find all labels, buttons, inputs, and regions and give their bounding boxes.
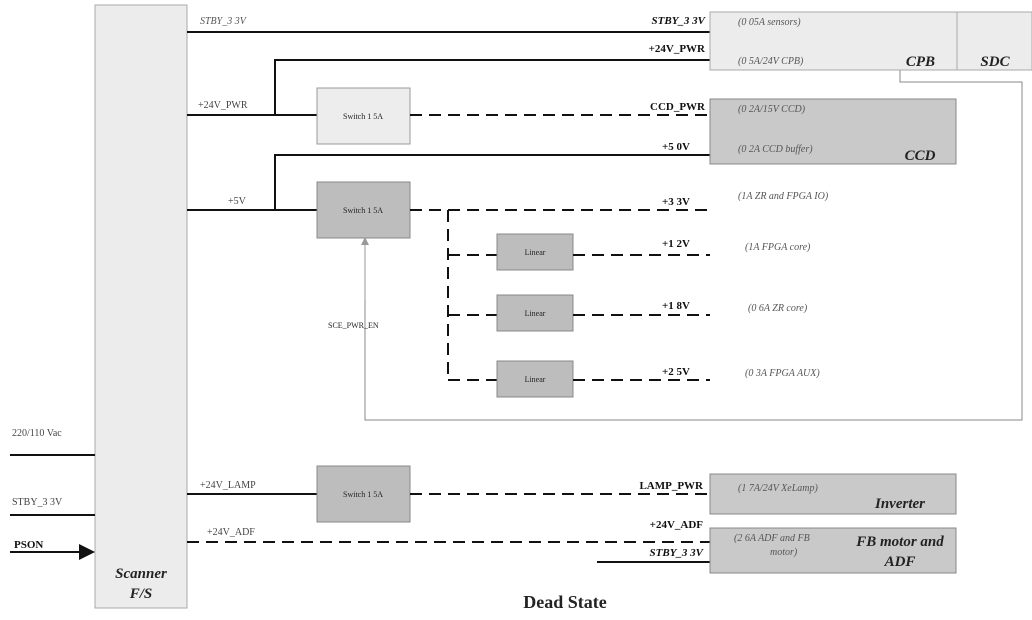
rail-v50-label: +5 0V [662, 141, 690, 153]
switch-lamp [316, 465, 411, 523]
rail-v33-label: +3 3V [662, 196, 690, 208]
rail-adf24-label: +24V_ADF [650, 519, 704, 531]
rail-v18-label: +1 8V [662, 300, 690, 312]
linear-18 [496, 294, 574, 332]
switch-lamp-label: Switch 1 5A [343, 490, 383, 499]
psu-lamp24-label: +24V_LAMP [200, 480, 256, 491]
sdc-label: SDC [980, 54, 1010, 70]
enable-signal-label: SCE_PWR_EN [328, 321, 379, 330]
rail-v25-label: +2 5V [662, 366, 690, 378]
linear-12-label: Linear [525, 248, 546, 257]
switch-ccd-label: Switch 1 5A [343, 112, 383, 121]
inverter-label: Inverter [874, 496, 925, 512]
psu-stby-label: STBY_3 3V [200, 16, 248, 27]
rail-pwr24-label: +24V_PWR [649, 43, 706, 55]
load-zr-fpga-io: (1A ZR and FPGA IO) [738, 191, 829, 202]
fb-adf-label-2: ADF [884, 554, 916, 570]
v50-rail-line [274, 154, 710, 210]
ac-input-label: 220/110 Vac [12, 428, 62, 439]
load-ccd: (0 2A/15V CCD) [738, 104, 806, 115]
load-ccd-buffer: (0 2A CCD buffer) [738, 144, 813, 155]
inverter-board [709, 473, 957, 515]
rail-lamp-pwr-label: LAMP_PWR [639, 480, 704, 492]
psu-adf24-label: +24V_ADF [207, 527, 255, 538]
pson-label: PSON [14, 539, 43, 551]
pwr24-rail-line [187, 59, 710, 116]
load-adf-fb-1: (2 6A ADF and FB [734, 533, 810, 544]
diagram-title: Dead State [523, 592, 607, 612]
load-fpga-core: (1A FPGA core) [745, 242, 811, 253]
cpb-board [709, 11, 958, 71]
load-xelamp: (1 7A/24V XeLamp) [738, 483, 818, 494]
stby-input-label: STBY_3 3V [12, 497, 63, 508]
load-fpga-aux: (0 3A FPGA AUX) [745, 368, 820, 379]
fb-adf-label-1: FB motor and [855, 534, 944, 550]
linear-18-label: Linear [525, 309, 546, 318]
linear-12 [496, 233, 574, 271]
load-adf-fb-2: motor) [770, 547, 798, 558]
fb-adf-board [709, 527, 957, 574]
rail-ccd-pwr-label: CCD_PWR [650, 101, 706, 113]
psu-v5-label: +5V [228, 196, 247, 207]
ccd-board [709, 98, 957, 165]
rail-stby-label: STBY_3 3V [652, 15, 707, 27]
psu-sub: F/S [129, 586, 153, 602]
load-zr-core: (0 6A ZR core) [748, 303, 808, 314]
linear-25-label: Linear [525, 375, 546, 384]
switch-ccd [316, 87, 411, 145]
psu-pwr24-label: +24V_PWR [198, 100, 248, 111]
rail-adf-stby-label: STBY_3 3V [650, 547, 705, 559]
load-cpb: (0 5A/24V CPB) [738, 56, 804, 67]
ccd-label: CCD [905, 148, 936, 164]
switch-main-label: Switch 1 5A [343, 206, 383, 215]
rail-v12-label: +1 2V [662, 238, 690, 250]
cpb-board-outline [364, 70, 1023, 421]
switch-main [316, 181, 411, 239]
psu-name: Scanner [115, 566, 167, 582]
cpb-label: CPB [906, 54, 935, 70]
scanner-psu-block [94, 4, 188, 609]
load-sensors: (0 05A sensors) [738, 17, 801, 28]
sdc-board [956, 11, 1032, 71]
linear-25 [496, 360, 574, 398]
